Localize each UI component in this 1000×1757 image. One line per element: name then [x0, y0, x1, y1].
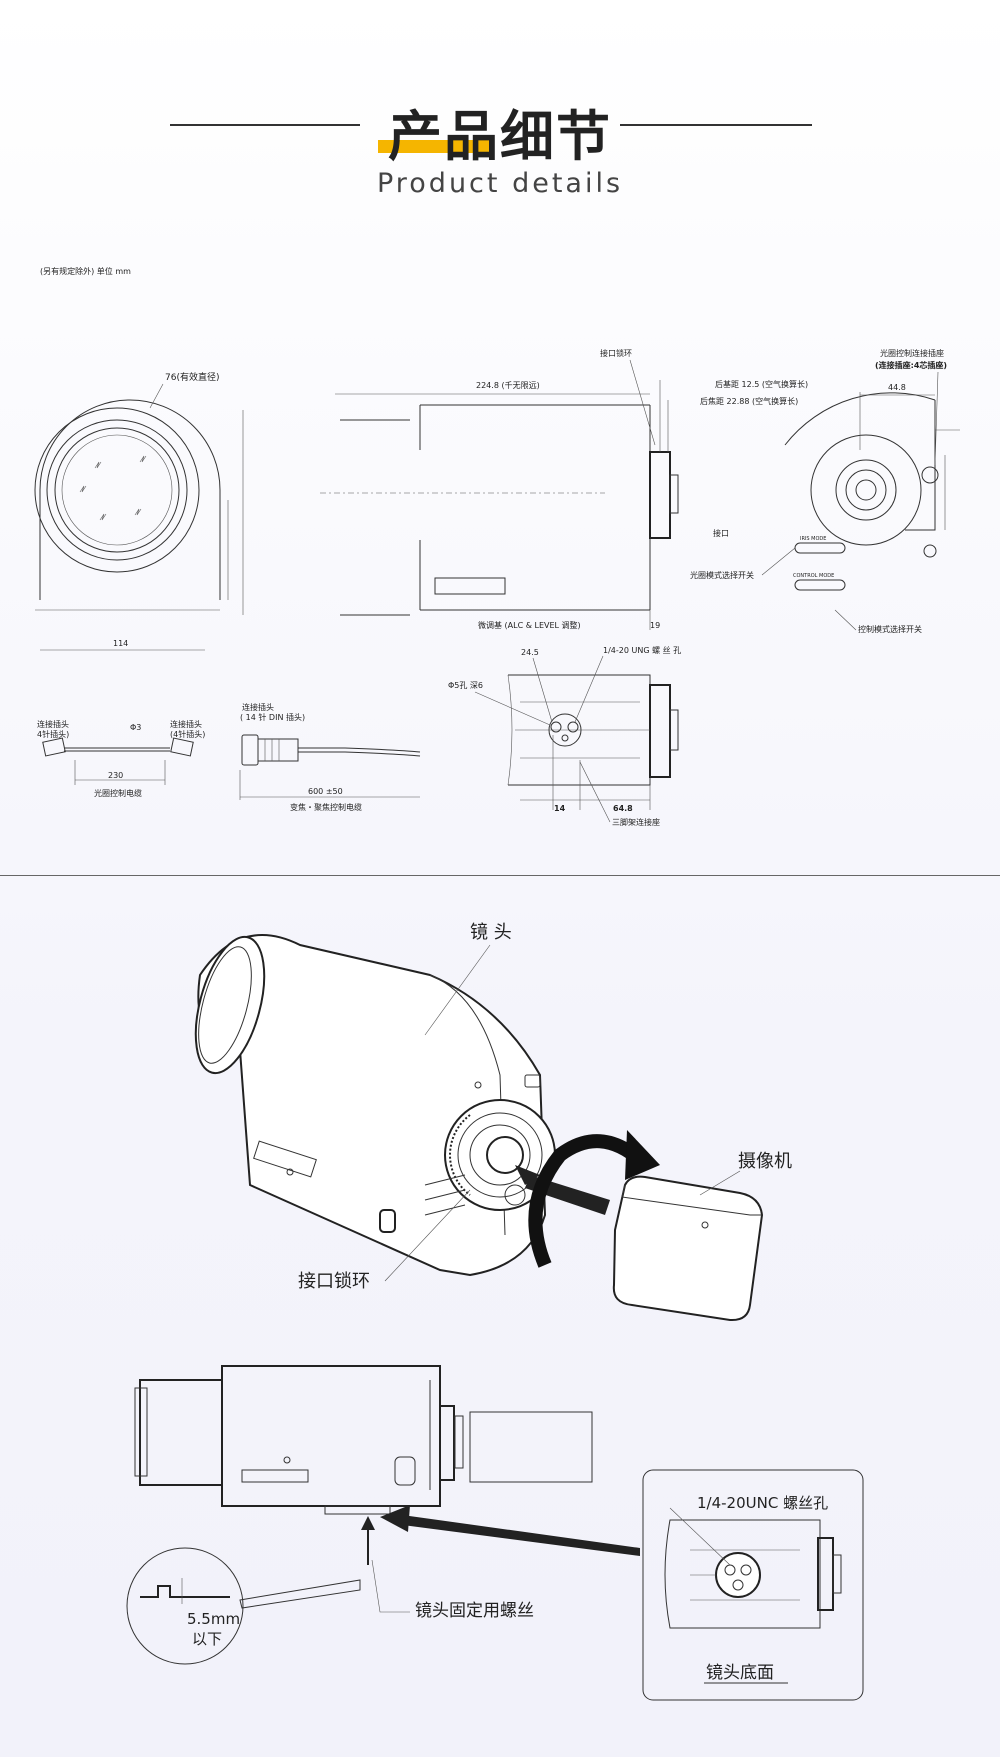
screw-label: 镜头固定用螺丝	[415, 1601, 534, 1621]
screw-arrow	[380, 1505, 640, 1556]
lens-3d	[194, 934, 556, 1277]
bottom-diagram: 1/4-20UNC 螺丝孔 镜头底面 镜头固定用螺丝 5.5mm 以下	[126, 1365, 864, 1701]
mount-lock-ring-label: 接口锁环	[298, 1271, 370, 1292]
unit-note: (另有规定除外) 单位 mm	[40, 266, 131, 276]
rear-connector-label: 光圈控制连接插座	[880, 348, 944, 358]
bottom-unc-label: 1/4-20UNC 螺丝孔	[697, 1494, 828, 1512]
dim-64-8: 64.8	[613, 804, 633, 813]
mount-lens-label: 镜 头	[470, 922, 512, 943]
iris-left-plug-sub: 4针插头)	[37, 729, 69, 739]
lock-ring-label: 接口锁环	[600, 348, 632, 358]
title-line-left	[170, 124, 360, 126]
adjust-label: 微调基 (ALC & LEVEL 调整)	[478, 620, 581, 630]
dim-24-5: 24.5	[521, 648, 539, 657]
side-length-label: 224.8 (千无限远)	[476, 380, 540, 390]
depth-label: 5.5mm	[187, 1610, 240, 1628]
title-accent-bar	[378, 140, 493, 153]
iris-right-plug: 连接插头	[170, 719, 202, 729]
phi5-hole-label: Φ5孔 深6	[448, 681, 483, 690]
mount-diagram: 镜 头 摄像机 接口锁环	[194, 922, 792, 1322]
front-view: 76(有效直径) 114	[34, 371, 244, 651]
control-mode-text: CONTROL MODE	[793, 573, 834, 579]
iris-left-plug: 连接插头	[37, 719, 69, 729]
depth-sub-label: 以下	[192, 1630, 222, 1648]
detail-callout	[126, 1547, 361, 1665]
iris-mode-text: IRIS MODE	[800, 536, 826, 542]
tripod-label: 三脚架连接座	[612, 817, 660, 827]
rear-view: IRIS MODE CONTROL MODE 光圈控制连接插座 (连接插座:4芯…	[690, 348, 960, 634]
zoom-cable-length: 600 ±50	[308, 787, 343, 796]
title-line-right	[620, 124, 812, 126]
iris-cable-length: 230	[108, 771, 123, 780]
section-header: 产品细节 Product details	[0, 0, 1000, 230]
front-diameter-label: 76(有效直径)	[165, 371, 219, 383]
zoom-cable-drawing: 连接插头 ( 14 针 DIN 插头) 600 ±50 变焦・聚焦控制电缆	[239, 702, 421, 812]
zoom-cable-caption: 变焦・聚焦控制电缆	[290, 802, 362, 812]
front-width-label: 114	[113, 639, 128, 648]
lens-side-view	[134, 1365, 593, 1565]
port-label: 接口	[713, 528, 729, 538]
flange-label: 后基距 12.5 (空气换算长)	[715, 379, 808, 389]
dim-19: 19	[650, 621, 660, 630]
iris-switch-label: 光圈模式选择开关	[690, 570, 754, 580]
iris-right-plug-sub: (4针插头)	[170, 729, 205, 739]
rear-connector-sub: (连接插座:4芯插座)	[875, 360, 947, 370]
mount-camera-label: 摄像机	[738, 1151, 792, 1172]
dim-14: 14	[554, 804, 566, 813]
bottom-face-label: 镜头底面	[706, 1663, 774, 1683]
page-subtitle: Product details	[376, 168, 624, 199]
technical-drawing: (另有规定除外) 单位 mm 76(有效直径) 114 224.8 (千无限远)	[34, 266, 960, 827]
page-title: 产品细节	[388, 105, 612, 168]
dim-44-8: 44.8	[888, 383, 906, 392]
bottom-inset	[642, 1469, 864, 1701]
unc-hole-label: 1/4-20 UNG 螺 丝 孔	[603, 645, 681, 655]
zoom-plug: 连接插头	[242, 702, 274, 712]
side-view: 224.8 (千无限远) 接口锁环 后基距 12.5 (空气换算长) 后焦距 2…	[320, 348, 808, 630]
iris-cable-caption: 光圈控制电缆	[94, 788, 142, 798]
iris-cable-drawing: 连接插头 4针插头) 连接插头 (4针插头) Φ3 230 光圈控制电缆	[37, 719, 205, 798]
back-focus-label: 后焦距 22.88 (空气换算长)	[700, 396, 798, 406]
section-divider	[0, 875, 1000, 876]
camera-3d	[612, 1175, 764, 1322]
mount-arrow	[515, 1130, 660, 1268]
bottom-view: 24.5 1/4-20 UNG 螺 丝 孔 Φ5孔 深6 14 64.8 三脚架…	[448, 645, 681, 827]
iris-cable-dia: Φ3	[130, 723, 141, 732]
control-switch-label: 控制模式选择开关	[858, 624, 922, 634]
zoom-plug-sub: ( 14 针 DIN 插头)	[240, 712, 305, 722]
